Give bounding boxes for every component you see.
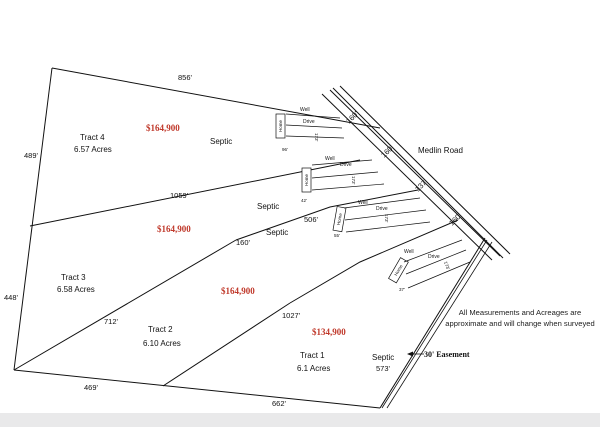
- frontage-4: 160': [447, 211, 464, 228]
- boundary-left: [13, 67, 53, 371]
- boundary-bottom: [13, 369, 381, 409]
- dim-t4-a: 96': [282, 147, 288, 152]
- dim-t3-a: 42': [301, 198, 307, 203]
- boundary-east: [379, 237, 486, 409]
- tract-2-name: Tract 2: [148, 325, 173, 334]
- svg-text:Home: Home: [278, 120, 283, 133]
- tract-4-name: Tract 4: [80, 133, 105, 142]
- boundary-top: [51, 67, 381, 129]
- home-tract-4: Home: [275, 113, 345, 139]
- survey-note-line-2: approximate and will change when surveye…: [445, 319, 595, 328]
- tract-1-acres: 6.1 Acres: [297, 364, 330, 373]
- well-label-t2: Well: [358, 200, 368, 206]
- easement-arrow: [407, 351, 424, 357]
- meas-t3-left: 448': [4, 293, 19, 302]
- dim-t2-a: 55': [334, 233, 340, 238]
- svg-text:Home: Home: [304, 174, 309, 187]
- meas-t2-upper: 506': [304, 215, 319, 224]
- line-t2-upper: [235, 189, 419, 241]
- meas-top: 856': [178, 73, 193, 82]
- home-tract-1: Home: [388, 239, 471, 289]
- well-label-t1: Well: [404, 249, 414, 255]
- survey-note: All Measurements and Acreages are approx…: [440, 307, 600, 329]
- drive-label-t3: Drive: [340, 162, 352, 168]
- frontage-2: 160': [379, 143, 396, 160]
- medlin-road: [321, 85, 511, 261]
- tract-3-septic-upper: Septic: [257, 202, 279, 211]
- tract-3-acres: 6.58 Acres: [57, 285, 95, 294]
- tract-2-septic: Septic: [266, 228, 288, 237]
- svg-text:Home: Home: [336, 212, 343, 225]
- tract-2-acres: 6.10 Acres: [143, 339, 181, 348]
- well-label-t3: Well: [325, 156, 335, 162]
- meas-t3-t2: 712': [104, 317, 119, 326]
- easement-lines: [381, 239, 493, 409]
- survey-note-line-1: All Measurements and Acreages are: [458, 308, 582, 317]
- meas-bottom-left: 469': [84, 383, 99, 392]
- tract-1-septic: Septic: [372, 353, 394, 362]
- line-t1-upper: [289, 219, 459, 304]
- meas-bottom-right: 662': [272, 399, 287, 408]
- tract-4-septic: Septic: [210, 137, 232, 146]
- tract-4-price: $164,900: [146, 123, 180, 133]
- drive-label-t4: Drive: [303, 119, 315, 125]
- footer-bar: [0, 413, 600, 427]
- well-label-t4: Well: [300, 107, 310, 113]
- dim-t3-b: 173': [351, 176, 356, 185]
- frontage-3: 137': [413, 177, 430, 194]
- meas-t4-left: 489': [24, 151, 39, 160]
- dim-t1-a: 37': [399, 287, 405, 292]
- home-tract-3: Home: [301, 159, 385, 193]
- road-name: Medlin Road: [418, 146, 463, 155]
- meas-t1-east: 573': [376, 364, 391, 373]
- tract-1-price: $134,900: [312, 327, 346, 337]
- dim-t4-b: 173': [314, 133, 319, 142]
- meas-t1-line: 1027': [282, 311, 301, 320]
- drive-label-t1: Drive: [428, 254, 440, 260]
- tract-2-price: $164,900: [221, 286, 255, 296]
- tract-4-acres: 6.57 Acres: [74, 145, 112, 154]
- easement-label: 30' Easement: [424, 350, 470, 359]
- meas-t2-mid: 160': [236, 238, 251, 247]
- drive-label-t2: Drive: [376, 206, 388, 212]
- tract-1-name: Tract 1: [300, 351, 325, 360]
- dim-t1-b: 173': [443, 261, 451, 271]
- line-t1-t2: [162, 302, 291, 387]
- tract-3-name: Tract 3: [61, 273, 86, 282]
- meas-t4-bottom: 1059': [170, 191, 189, 200]
- dim-t2-b: 173': [384, 214, 389, 223]
- frontage-1: 160': [344, 109, 361, 126]
- svg-text:Home: Home: [393, 263, 404, 276]
- home-tract-2: Home: [332, 197, 431, 233]
- line-t3-t2: [13, 239, 237, 371]
- tract-3-price: $164,900: [157, 224, 191, 234]
